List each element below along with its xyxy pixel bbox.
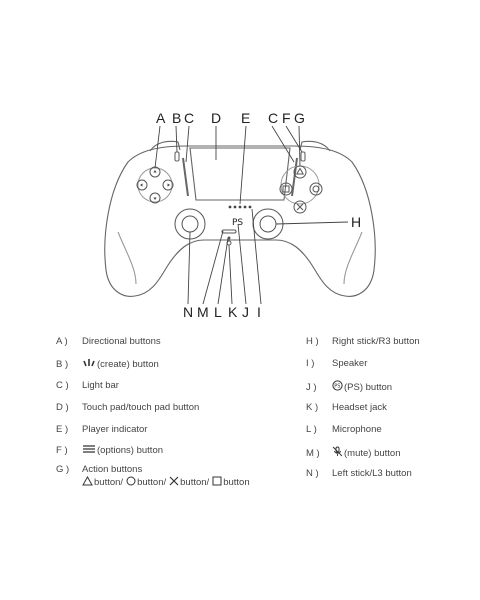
- legend-key: F ): [56, 445, 68, 456]
- leader-lines: [154, 125, 349, 305]
- legend-item-i: I ) Speaker: [306, 358, 367, 369]
- mute-button: [221, 229, 237, 234]
- legend-item-k: K ) Headset jack: [306, 402, 387, 413]
- options-icon: [82, 444, 96, 457]
- triangle-icon: [82, 475, 93, 489]
- create-icon: [82, 358, 96, 371]
- legend-left: A ) Directional buttons B ) (create) but…: [56, 336, 266, 496]
- callout-f: F: [282, 110, 291, 126]
- legend-text: (PS) button: [344, 381, 393, 393]
- legend-key: D ): [56, 402, 69, 413]
- legend-key: K ): [306, 402, 319, 413]
- legend-item-l: L ) Microphone: [306, 424, 382, 435]
- legend-text: Headset jack: [332, 402, 387, 413]
- legend-text: Light bar: [82, 380, 119, 391]
- callout-b: B: [172, 110, 181, 126]
- legend-text: Right stick/R3 button: [332, 336, 420, 347]
- callout-c-right: C: [268, 110, 278, 126]
- legend-item-d: D ) Touch pad/touch pad button: [56, 402, 199, 413]
- legend-item-m: M ) (mute) button: [306, 446, 401, 460]
- legend-text: Touch pad/touch pad button: [82, 402, 200, 413]
- legend-right: H ) Right stick/R3 button I ) Speaker J …: [306, 336, 476, 496]
- legend-key: L ): [306, 424, 317, 435]
- legend-text: Action buttons: [82, 464, 143, 475]
- ps-button: PS: [232, 218, 243, 228]
- legend-item-b: B ) (create) button: [56, 358, 159, 371]
- legend-item-a: A ) Directional buttons: [56, 336, 161, 347]
- callout-n: N: [183, 304, 193, 320]
- legend-key: N ): [306, 468, 319, 479]
- callout-c-left: C: [184, 110, 194, 126]
- callout-i: I: [257, 304, 261, 320]
- legend-item-j: J ) PS (PS) button: [306, 380, 392, 394]
- legend-key: I ): [306, 358, 315, 369]
- square-icon: [212, 476, 222, 489]
- legend-key: B ): [56, 359, 69, 370]
- callout-j: J: [242, 304, 249, 320]
- cross-icon: [169, 476, 179, 489]
- controller-body: [104, 140, 376, 297]
- directional-buttons: [136, 166, 174, 204]
- legend-text: (options) button: [97, 445, 164, 456]
- svg-text:PS: PS: [232, 218, 243, 228]
- legend-text: Speaker: [332, 358, 368, 369]
- legend-item-e: E ) Player indicator: [56, 424, 147, 435]
- legend-text: Directional buttons: [82, 336, 161, 347]
- callout-a: A: [156, 110, 166, 126]
- callout-m: M: [197, 304, 209, 320]
- action-sub-label: button/: [94, 477, 124, 488]
- legend-text: (mute) button: [344, 447, 401, 459]
- mute-icon: [332, 446, 343, 460]
- circle-icon: [126, 476, 136, 489]
- legend-text: Player indicator: [82, 424, 148, 435]
- callout-k: K: [228, 304, 238, 320]
- ps-icon: PS: [332, 380, 343, 394]
- legend-item-n: N ) Left stick/L3 button: [306, 468, 412, 479]
- callout-l: L: [214, 304, 222, 320]
- legend-key: A ): [56, 336, 68, 347]
- action-sub-label: button/: [137, 477, 167, 488]
- legend-item-c: C ) Light bar: [56, 380, 119, 391]
- legend-text: Left stick/L3 button: [332, 468, 412, 479]
- callout-h: H: [351, 214, 361, 230]
- legend-key: J ): [306, 381, 317, 393]
- action-sub-label: button/: [180, 477, 210, 488]
- legend-text: (create) button: [97, 359, 159, 370]
- legend-key: M ): [306, 447, 320, 459]
- action-sub-label: button: [223, 477, 250, 488]
- svg-text:PS: PS: [334, 384, 340, 390]
- callout-g: G: [294, 110, 305, 126]
- legend-item-h: H ) Right stick/R3 button: [306, 336, 420, 347]
- legend-key: C ): [56, 380, 69, 391]
- action-buttons: [279, 165, 323, 214]
- legend-key: H ): [306, 336, 319, 347]
- legend-key: E ): [56, 424, 69, 435]
- legend-item-g: G ) Action buttons: [56, 464, 142, 475]
- legend-text: Microphone: [332, 424, 382, 435]
- controller-diagram: A B C D E C F G H N M L K J I: [104, 110, 376, 320]
- callout-e: E: [241, 110, 250, 126]
- callout-d: D: [211, 110, 221, 126]
- legend-item-g-sub: button/ button/ button/ button: [82, 475, 250, 489]
- player-indicator: [228, 205, 252, 209]
- legend-item-f: F ) (options) button: [56, 444, 163, 457]
- legend-key: G ): [56, 464, 70, 475]
